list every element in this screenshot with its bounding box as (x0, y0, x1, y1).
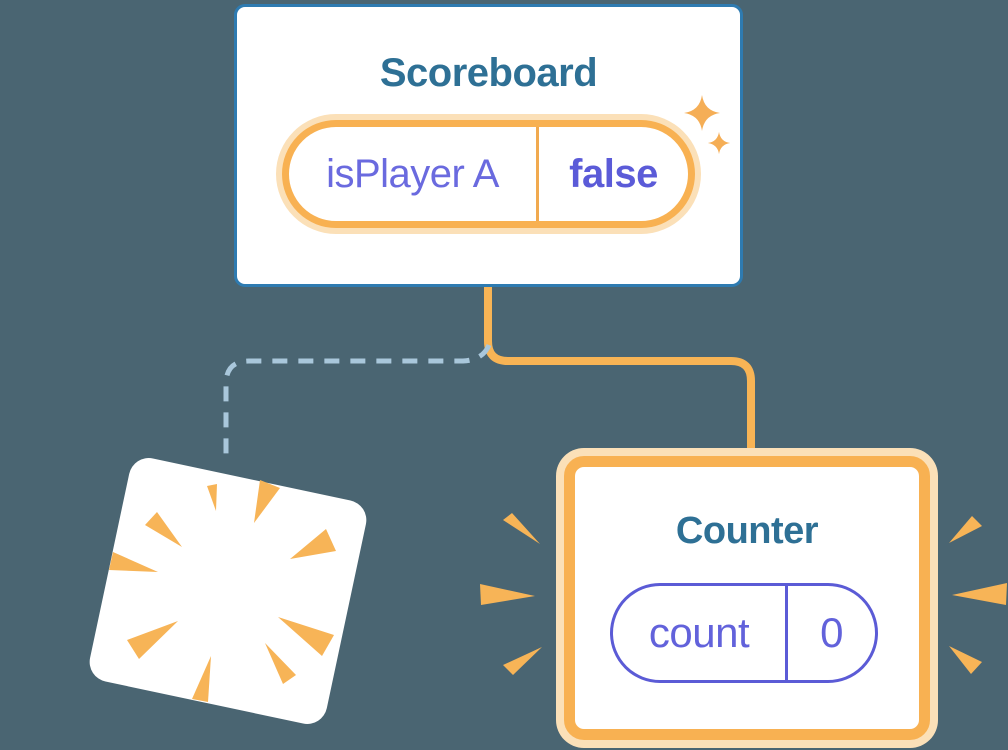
state-label: count (648, 609, 750, 656)
state-label: isPlayer A (326, 151, 499, 196)
emphasis-ray-icon (949, 646, 982, 674)
solid-connector-line (484, 287, 755, 470)
counter-state-pill: count 0 (610, 583, 878, 683)
state-pill-label-cell: count (613, 586, 785, 680)
state-pill-value-cell: false (536, 127, 688, 221)
emphasis-ray-icon (503, 647, 542, 675)
emphasis-ray-icon (949, 516, 982, 543)
scoreboard-card: Scoreboard isPlayer A false (234, 4, 743, 287)
scoreboard-title: Scoreboard (379, 51, 598, 95)
emphasis-ray-icon (952, 583, 1007, 605)
state-value: 0 (820, 609, 843, 656)
scoreboard-state-pill: isPlayer A false (282, 120, 695, 228)
emphasis-ray-icon (503, 513, 540, 544)
state-pill-label-cell: isPlayer A (289, 127, 536, 221)
state-pill-value-cell: 0 (785, 586, 875, 680)
state-value: false (569, 151, 658, 196)
emphasis-ray-icon (480, 584, 535, 605)
destroyed-card (85, 454, 371, 728)
counter-title: Counter (675, 510, 819, 552)
counter-card: Counter count 0 (564, 456, 930, 740)
dashed-connector-line (223, 343, 492, 461)
